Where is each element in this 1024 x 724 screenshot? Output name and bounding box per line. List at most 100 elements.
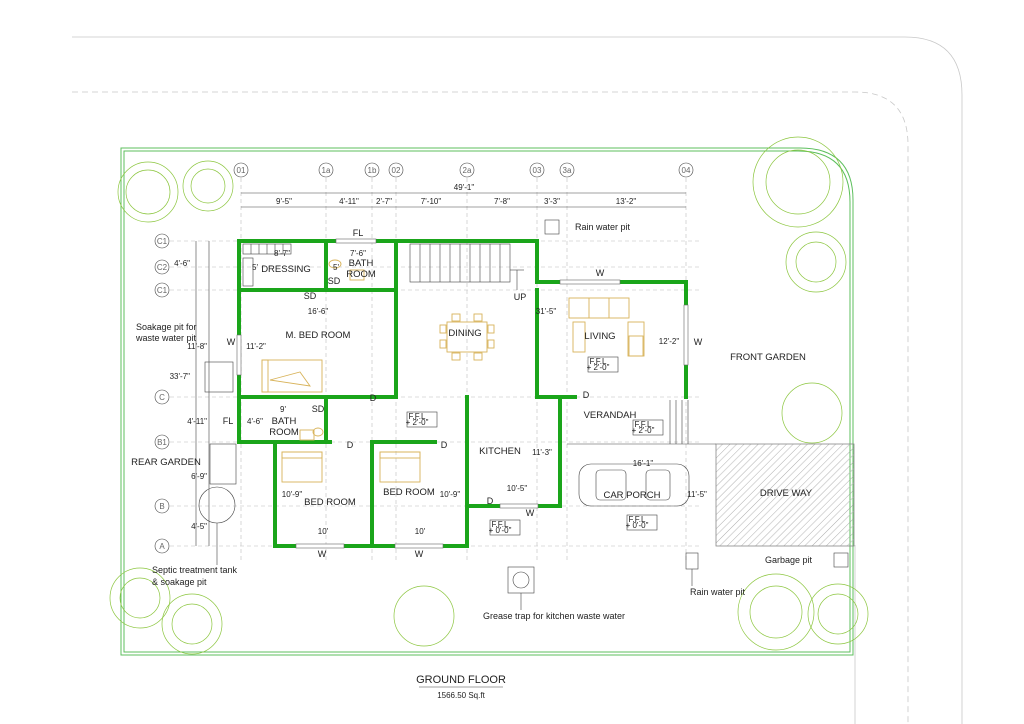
- dim-label: 10': [415, 527, 426, 536]
- drive-way-paving: [715, 443, 855, 547]
- dim-label: 4'-11": [187, 417, 207, 426]
- sd-tag: SD: [304, 291, 317, 301]
- ffl-value: + 0'-0": [626, 521, 649, 530]
- room-label-bath1: ROOM: [346, 269, 376, 280]
- ffl-label: F.F.L: [629, 515, 646, 524]
- note-rain-pit-2: Rain water pit: [690, 587, 746, 597]
- dim-label: 2'-7": [376, 197, 392, 206]
- grid-label: A: [159, 542, 165, 551]
- door-tag: D: [441, 440, 448, 450]
- dim-label: 7'-6": [350, 249, 366, 258]
- plot-boundary: [120, 147, 854, 656]
- grid-label: B1: [157, 438, 167, 447]
- room-label-verandah: VERANDAH: [584, 410, 637, 421]
- dim-label: 16'-1": [633, 459, 654, 468]
- dim-label: 11'-3": [532, 448, 552, 457]
- dim-label: 10': [318, 527, 329, 536]
- plot-boundary-inner: [123, 150, 851, 653]
- window-tag: W: [526, 508, 535, 518]
- door-tag: D: [487, 496, 494, 506]
- dim-label: 11'-2": [246, 342, 266, 351]
- room-label-dining: DINING: [448, 328, 481, 339]
- dim-label: 10'-9": [440, 490, 461, 499]
- grid-lines: [170, 178, 700, 560]
- ffl-value: + 2'-0": [632, 426, 655, 435]
- trees: [109, 136, 869, 655]
- window-tag: W: [318, 549, 327, 559]
- dim-label: 16'-6": [308, 307, 329, 316]
- sd-tag: SD: [312, 404, 325, 414]
- room-label-bedroom-2: BED ROOM: [383, 487, 435, 498]
- overall-width-dim: 49'-1": [454, 183, 475, 192]
- room-label-bath2: ROOM: [269, 427, 299, 438]
- room-label-front-garden: FRONT GARDEN: [730, 352, 806, 363]
- dim-label: 4'-6": [174, 259, 190, 268]
- note-rain-pit: Rain water pit: [575, 222, 631, 232]
- room-labels: DRESSING BATH ROOM M. BED ROOM DINING LI…: [131, 258, 813, 508]
- grid-label: C: [159, 393, 165, 402]
- room-label-dressing: DRESSING: [261, 264, 311, 275]
- note-grease: Grease trap for kitchen waste water: [483, 611, 625, 621]
- door-tag: D: [347, 440, 354, 450]
- up-tag: UP: [514, 292, 527, 302]
- grid-label: 03: [533, 166, 542, 175]
- verandah-steps: [567, 400, 716, 445]
- grid-label: 1b: [368, 166, 377, 175]
- dim-label: 11'-8": [187, 342, 207, 351]
- dim-label: 31'-5": [536, 307, 557, 316]
- room-label-bath1: BATH: [349, 258, 374, 269]
- dim-label: 11'-5": [687, 490, 707, 499]
- dim-label: 4'-11": [339, 197, 359, 206]
- dim-label: 10'-5": [507, 484, 528, 493]
- floor-area: 1566.50 Sq.ft: [437, 691, 485, 700]
- note-soakage: waste water pit: [135, 333, 197, 343]
- room-label-rear-garden: REAR GARDEN: [131, 457, 201, 468]
- grid-label: 2a: [463, 166, 472, 175]
- dim-label: 7'-10": [421, 197, 442, 206]
- window-tag: W: [694, 337, 703, 347]
- note-septic: Septic treatment tank: [152, 565, 238, 575]
- door-tag: D: [583, 390, 590, 400]
- dim-label: 5': [333, 263, 339, 272]
- dim-label: 6'-9": [191, 472, 207, 481]
- grid-label: 04: [682, 166, 691, 175]
- beds: [261, 359, 421, 483]
- dim-label: 5': [252, 263, 258, 272]
- bath-fixtures: [299, 259, 365, 441]
- grid-bubbles-left: C1 C2 C1 C B1 B A: [154, 233, 170, 554]
- ffl-label: F.F.L: [590, 357, 607, 366]
- room-label-master-bed: M. BED ROOM: [286, 330, 351, 341]
- dim-label: 13'-2": [616, 197, 637, 206]
- room-label-bath2: BATH: [272, 416, 297, 427]
- dining-table: [439, 313, 495, 361]
- room-label-kitchen: KITCHEN: [479, 446, 521, 457]
- road-edge-outer: [72, 36, 963, 724]
- room-label-car-porch: CAR PORCH: [603, 490, 660, 501]
- dim-label: 4'-6": [247, 417, 263, 426]
- room-label-drive-way: DRIVE WAY: [760, 488, 813, 499]
- ffl-label: F.F.L: [635, 420, 652, 429]
- road-edge-inner: [72, 91, 909, 724]
- dim-label: 9': [280, 405, 286, 414]
- grid-label: C1: [157, 286, 168, 295]
- wardrobe: [242, 243, 292, 287]
- dim-label: 3'-3": [544, 197, 560, 206]
- room-label-bedroom-1: BED ROOM: [304, 497, 356, 508]
- floor-title: GROUND FLOOR: [416, 674, 506, 686]
- annotations: Rain water pit Soakage pit for waste wat…: [135, 222, 813, 621]
- top-dimensions: 49'-1" 9'-5" 4'-11" 2'-7" 7'-10" 7'-8" 3…: [241, 183, 686, 208]
- grid-label: 02: [392, 166, 401, 175]
- grid-label: 01: [237, 166, 246, 175]
- ffl-label: F.F.L: [492, 520, 509, 529]
- grid-label: 3a: [563, 166, 572, 175]
- window-tag: W: [415, 549, 424, 559]
- door-tag: D: [370, 393, 377, 403]
- left-dimensions: 4'-6" 11'-8" 33'-7" 4'-11" 6'-9" 4'-5": [170, 241, 210, 546]
- fl-tag: FL: [353, 228, 364, 238]
- note-soakage: Soakage pit for: [136, 322, 197, 332]
- fl-tag: FL: [223, 416, 234, 426]
- grid-label: C1: [157, 237, 168, 246]
- ffl-label: F.F.L: [409, 412, 426, 421]
- dim-label: 33'-7": [170, 372, 191, 381]
